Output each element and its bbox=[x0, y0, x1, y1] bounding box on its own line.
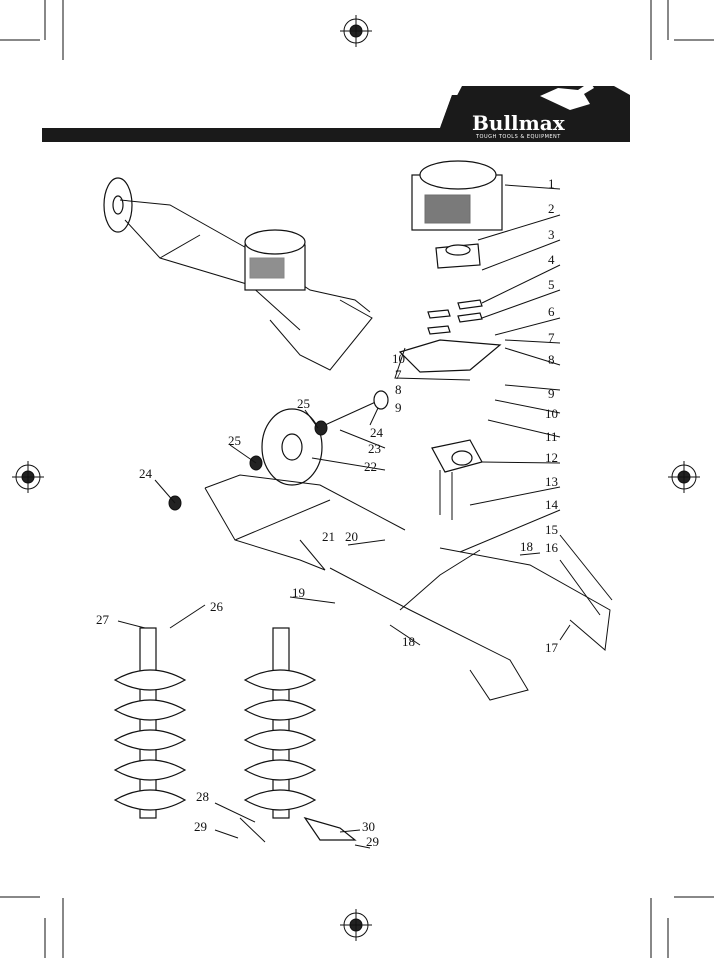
callout-25: 25 bbox=[228, 433, 241, 448]
registration-mark-icon bbox=[12, 461, 44, 493]
brand-tagline: TOUGH TOOLS & EQUIPMENT bbox=[475, 134, 561, 140]
engine bbox=[412, 161, 502, 230]
callout-17: 17 bbox=[545, 640, 559, 655]
callout-24: 24 bbox=[370, 425, 384, 440]
assembled-auger bbox=[104, 178, 372, 370]
callout-9: 9 bbox=[548, 386, 555, 401]
callout-29: 29 bbox=[366, 834, 379, 849]
callout-13: 13 bbox=[545, 474, 558, 489]
leader-lines bbox=[118, 185, 612, 848]
callout-3: 3 bbox=[548, 227, 555, 242]
callout-4: 4 bbox=[548, 252, 555, 267]
brand-name: Bullmax bbox=[472, 111, 566, 135]
upper-frame bbox=[395, 340, 500, 380]
registration-mark-icon bbox=[668, 461, 700, 493]
callout-30: 30 bbox=[362, 819, 375, 834]
callout-27: 27 bbox=[96, 612, 110, 627]
callout-5: 5 bbox=[548, 277, 555, 292]
clutch-housing bbox=[436, 244, 480, 268]
plates bbox=[428, 300, 482, 334]
callout-22: 22 bbox=[364, 459, 377, 474]
callout-8: 8 bbox=[395, 382, 402, 397]
callout-1: 1 bbox=[548, 176, 555, 191]
callout-19: 19 bbox=[292, 585, 305, 600]
callout-23: 23 bbox=[368, 441, 381, 456]
callout-8: 8 bbox=[548, 352, 555, 367]
callout-6: 6 bbox=[548, 304, 555, 319]
callout-14: 14 bbox=[545, 497, 559, 512]
registration-mark-icon bbox=[340, 15, 372, 47]
callout-9: 9 bbox=[395, 400, 402, 415]
callout-10: 10 bbox=[392, 351, 405, 366]
callout-20: 20 bbox=[345, 529, 358, 544]
callout-2: 2 bbox=[548, 201, 555, 216]
callout-16: 16 bbox=[545, 540, 559, 555]
callout-29: 29 bbox=[194, 819, 207, 834]
callout-11: 11 bbox=[545, 429, 558, 444]
callout-25: 25 bbox=[297, 396, 310, 411]
callout-18: 18 bbox=[520, 539, 533, 554]
callout-15: 15 bbox=[545, 522, 558, 537]
callout-7: 7 bbox=[395, 367, 402, 382]
callout-7: 7 bbox=[548, 330, 555, 345]
registration-mark-icon bbox=[340, 909, 372, 941]
wheel-frame bbox=[205, 475, 405, 570]
callout-10: 10 bbox=[545, 406, 558, 421]
auger-bit-left bbox=[115, 628, 185, 818]
callout-12: 12 bbox=[545, 450, 558, 465]
auger-bit-right bbox=[245, 628, 315, 818]
header-bar: Bullmax TOUGH TOOLS & EQUIPMENT bbox=[42, 82, 630, 142]
callout-21: 21 bbox=[322, 529, 335, 544]
gearbox bbox=[432, 440, 482, 520]
callout-18: 18 bbox=[402, 634, 415, 649]
callout-26: 26 bbox=[210, 599, 224, 614]
callout-28: 28 bbox=[196, 789, 209, 804]
callout-24: 24 bbox=[139, 466, 153, 481]
